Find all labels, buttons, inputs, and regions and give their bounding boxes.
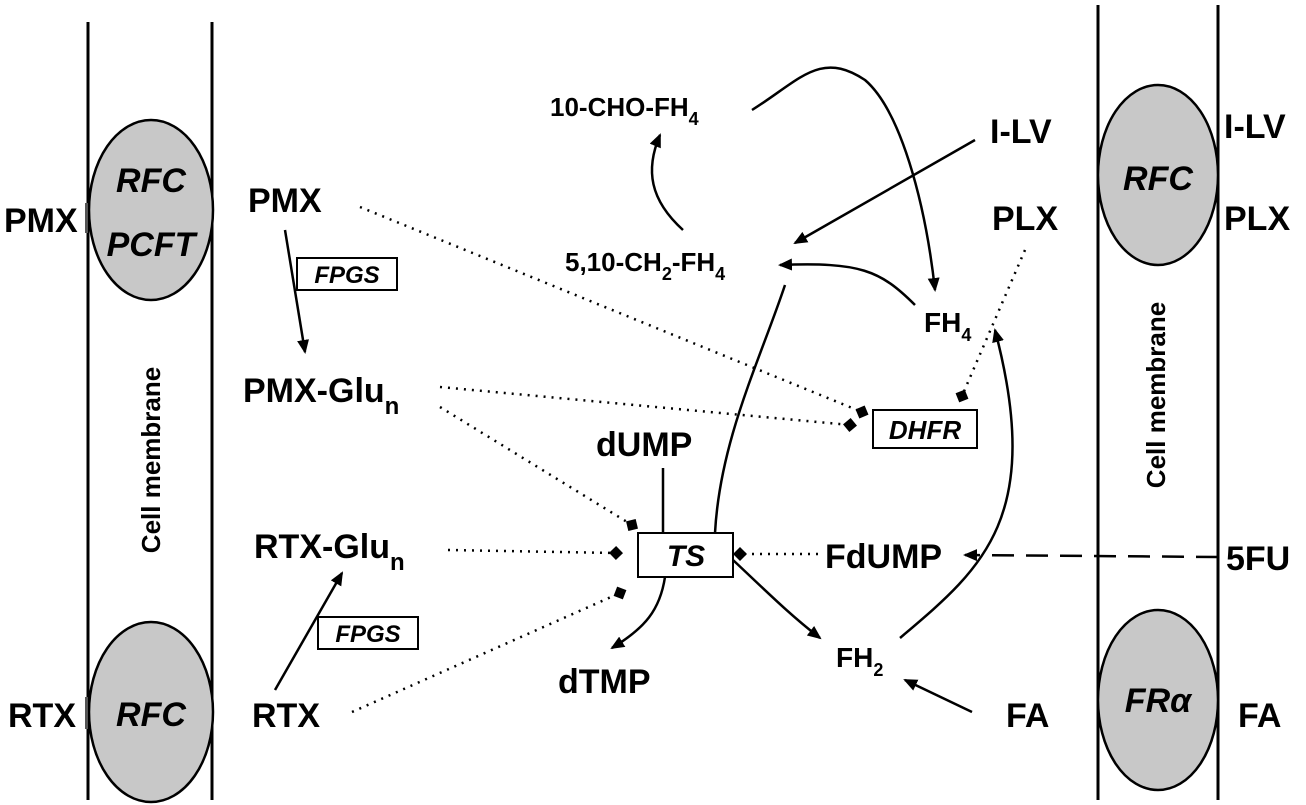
line-ch2fh4-to-ts	[713, 284, 787, 534]
outside-pmx-label: PMX	[4, 202, 78, 240]
ilv-label: I-LV	[990, 113, 1052, 151]
transporter-rfc-label-right: RFC	[1123, 160, 1193, 198]
outside-ilv-label: I-LV	[1224, 108, 1286, 146]
arrow-chofh4-to-fh4	[751, 66, 940, 292]
inhibition-rtx-glun-ts	[447, 546, 623, 560]
transporter-rfc-right	[1096, 83, 1220, 267]
fpgs-top-label: FPGS	[314, 262, 379, 289]
outside-rtx-tick	[85, 697, 88, 729]
outside-fa-label: FA	[1238, 697, 1281, 735]
pmx-label: PMX	[248, 182, 322, 220]
rtx-label: RTX	[252, 697, 320, 735]
cell-membrane-label-left: Cell membrane	[136, 367, 166, 553]
transporter-rfc-label-left-bottom: RFC	[116, 696, 186, 734]
inhibition-pmx-glun-dhfr	[439, 385, 857, 432]
fpgs-top-box	[296, 257, 398, 291]
inhibition-pmx-dhfr	[359, 205, 869, 419]
ts-box	[637, 532, 734, 578]
arrow-fh4-to-ch2fh4	[778, 258, 916, 306]
dtmp-label: dTMP	[558, 663, 651, 701]
arrow-ch2fh4-to-chofh4	[649, 133, 684, 231]
ts-label: TS	[667, 540, 705, 573]
arrow-rtx-to-rtx-glun	[273, 571, 344, 691]
transporter-fr-alpha-right	[1096, 608, 1220, 792]
arrow-ts-to-fh2	[732, 559, 822, 640]
pmx-glun-label: PMX-Glun	[243, 372, 399, 420]
dhfr-box	[872, 409, 978, 449]
transporter-rfc-left-bottom	[87, 620, 215, 804]
cell-membrane-label-right: Cell membrane	[1141, 302, 1171, 488]
transporter-rfc-label-left-top: RFC	[116, 162, 186, 200]
fpgs-bottom-box	[317, 616, 419, 650]
arrow-fh2-to-fh4	[899, 328, 1014, 639]
arrow-fa-to-fh2	[903, 678, 973, 714]
dhfr-label: DHFR	[889, 415, 961, 445]
fpgs-bottom-label: FPGS	[335, 621, 400, 648]
ch2-fh4-label: 5,10-CH2-FH4	[565, 247, 725, 284]
transporter-rfc-pcft-left	[87, 118, 215, 302]
fdump-label: FdUMP	[825, 538, 942, 576]
inhibition-plx-dhfr	[955, 249, 1027, 403]
plx-label: PLX	[992, 200, 1058, 238]
fh4-label: FH4	[924, 307, 971, 345]
dump-label: dUMP	[596, 426, 692, 464]
arrow-ts-to-dtmp	[610, 576, 667, 650]
outside-pmx-tick	[85, 203, 88, 233]
fh2-label: FH2	[836, 642, 883, 680]
arrow-ilv-to-ch2fh4	[793, 138, 976, 245]
outside-plx-label: PLX	[1224, 200, 1290, 238]
inhibition-pmx-glun-ts	[439, 405, 638, 531]
transporter-fr-alpha-label: FRα	[1125, 682, 1193, 720]
outside-rtx-label: RTX	[8, 697, 76, 735]
transporter-pcft-label-left: PCFT	[107, 226, 199, 264]
arrow-5fu-to-fdump	[963, 549, 1219, 562]
outside-5fu-label: 5FU	[1226, 540, 1290, 578]
rtx-glun-label: RTX-Glun	[254, 528, 405, 576]
fa-label: FA	[1006, 697, 1049, 735]
inhibition-rtx-ts	[351, 586, 627, 714]
arrow-pmx-to-pmx-glun	[283, 229, 309, 354]
cho-fh4-label: 10-CHO-FH4	[550, 92, 699, 129]
